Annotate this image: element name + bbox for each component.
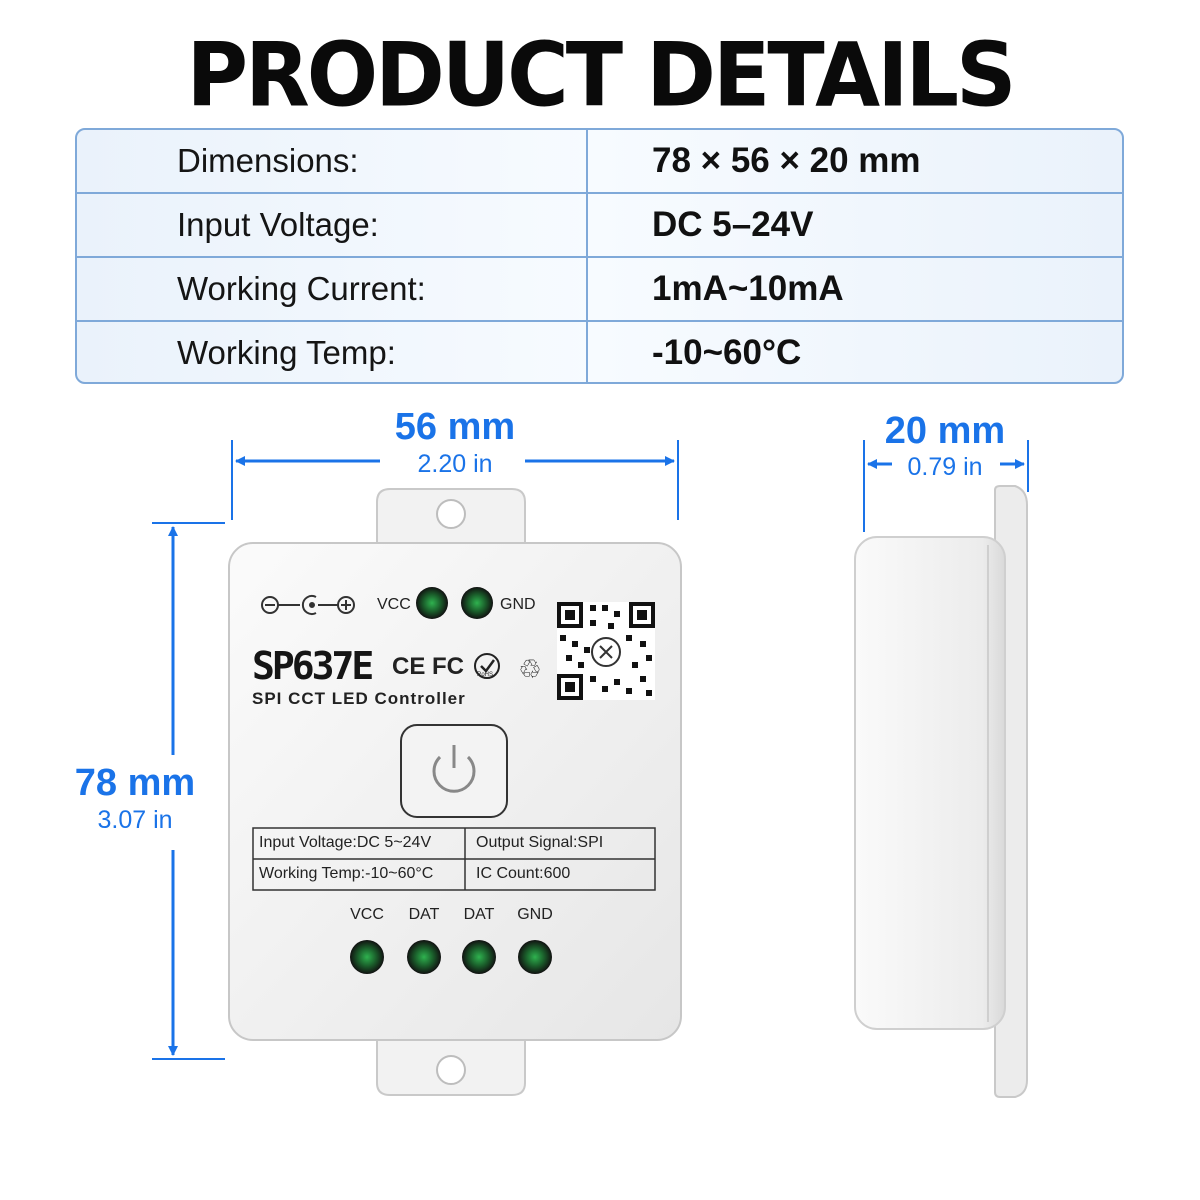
mounting-tab-bottom — [376, 1039, 526, 1096]
terminal-gnd — [518, 940, 552, 974]
spec-label: Dimensions: — [177, 142, 359, 179]
width-mm-label: 56 mm — [394, 406, 516, 448]
device-subtitle: SPI CCT LED Controller — [252, 689, 466, 708]
side-body — [854, 536, 1006, 1030]
device-front-view: ♲ — [228, 488, 682, 1096]
mount-hole-icon — [436, 1055, 466, 1085]
spec-row-working-current: Working Current: 1mA~10mA — [77, 258, 1122, 322]
label-output-signal: Output Signal:SPI — [476, 834, 604, 851]
depth-in-label: 0.79 in — [907, 453, 983, 481]
recycle-icon: ♲ — [518, 655, 541, 685]
spec-value: 78 × 56 × 20 mm — [652, 141, 921, 180]
device-body — [228, 542, 682, 1041]
label-working-temp: Working Temp:-10~60°C — [259, 865, 434, 882]
spec-row-dimensions: Dimensions: 78 × 56 × 20 mm — [77, 130, 1122, 194]
fcc-mark: FC — [432, 653, 464, 680]
terminal-gnd-top — [461, 587, 493, 619]
mounting-tab-top — [376, 488, 526, 546]
spec-value: -10~60°C — [652, 333, 802, 372]
model-name: SP637E — [252, 644, 374, 688]
label-input-voltage: Input Voltage:DC 5~24V — [259, 834, 432, 851]
rohs-label: RoHS — [477, 672, 494, 678]
mount-hole-icon — [436, 499, 466, 529]
dc-polarity-icon — [261, 595, 355, 615]
terminal-label: VCC — [350, 906, 384, 923]
page-title: PRODUCT DETAILS — [186, 23, 1017, 127]
qr-code-icon — [557, 602, 655, 700]
terminal-vcc — [350, 940, 384, 974]
spec-label: Working Current: — [177, 270, 426, 307]
spec-value: 1mA~10mA — [652, 269, 844, 308]
width-in-label: 2.20 in — [417, 450, 493, 478]
terminal-vcc-top — [416, 587, 448, 619]
side-mount-plate — [994, 485, 1028, 1098]
ce-mark: CE — [392, 653, 426, 680]
terminal-label: GND — [517, 906, 553, 923]
spec-label: Input Voltage: — [177, 206, 379, 243]
spec-label: Working Temp: — [177, 334, 396, 371]
terminal-label: DAT — [463, 906, 495, 923]
top-gnd-label: GND — [500, 596, 536, 613]
depth-mm-label: 20 mm — [884, 410, 1006, 452]
spec-row-input-voltage: Input Voltage: DC 5–24V — [77, 194, 1122, 258]
terminal-dat-1 — [407, 940, 441, 974]
height-in-label: 3.07 in — [97, 806, 173, 834]
top-vcc-label: VCC — [377, 596, 411, 613]
spec-table: Dimensions: 78 × 56 × 20 mm Input Voltag… — [75, 128, 1124, 384]
label-ic-count: IC Count:600 — [476, 865, 571, 882]
height-mm-label: 78 mm — [74, 762, 196, 804]
device-side-view — [854, 485, 1028, 1098]
terminal-label: DAT — [408, 906, 440, 923]
power-button — [400, 724, 508, 818]
spec-row-working-temp: Working Temp: -10~60°C — [77, 322, 1122, 382]
spec-value: DC 5–24V — [652, 205, 814, 244]
terminal-dat-2 — [462, 940, 496, 974]
